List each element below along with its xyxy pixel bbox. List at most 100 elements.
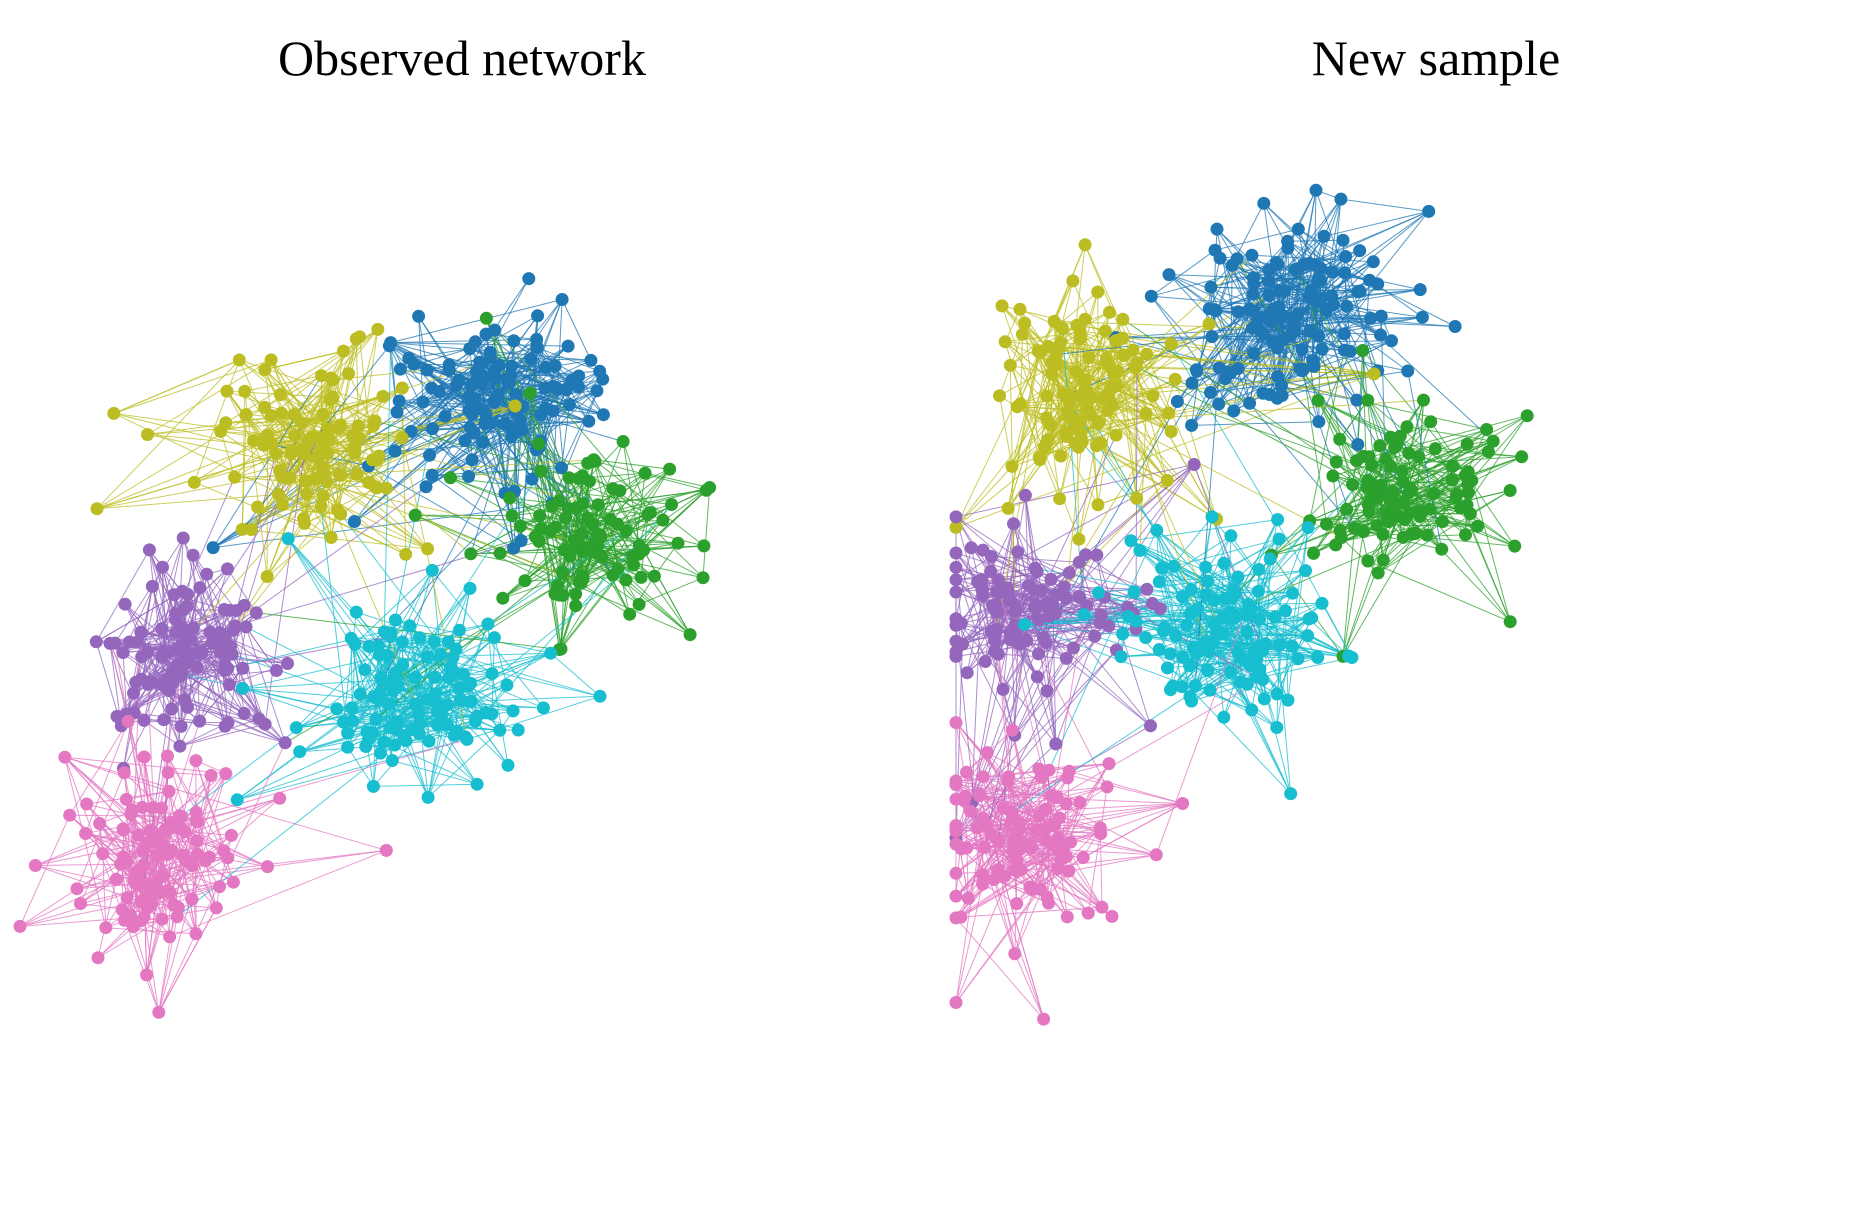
node-blue (1364, 311, 1378, 325)
node-blue (515, 423, 529, 437)
edge (970, 777, 1068, 812)
edge (1014, 625, 1110, 736)
edge (1056, 679, 1263, 799)
edge (1373, 451, 1489, 486)
node-blue (1185, 376, 1199, 390)
node-cyan (399, 734, 413, 748)
node-cyan (293, 745, 307, 759)
node-purple (955, 637, 969, 651)
node-purple (175, 584, 189, 598)
edge (95, 549, 150, 643)
node-green (656, 513, 670, 527)
node-blue (1253, 323, 1267, 337)
edge (145, 720, 201, 894)
edge (1277, 264, 1303, 350)
node-cyan (344, 631, 358, 645)
node-cyan (369, 712, 383, 726)
node-olive (1014, 397, 1027, 411)
node-olive (1367, 367, 1381, 381)
edge (1151, 249, 1216, 297)
node-cyan (440, 698, 454, 712)
edge (326, 481, 582, 584)
node-olive (1094, 436, 1108, 450)
node-cyan (349, 605, 363, 619)
node-blue (1401, 364, 1415, 378)
node-green (496, 591, 510, 605)
node-purple (236, 661, 250, 675)
node-olive (1069, 421, 1083, 435)
node-blue (475, 377, 489, 391)
node-cyan (358, 663, 372, 677)
edge (373, 783, 478, 787)
node-green (626, 549, 640, 563)
node-pink (151, 848, 164, 862)
node-green (1307, 546, 1320, 560)
node-purple (166, 665, 180, 679)
edge (537, 347, 600, 372)
node-olive (1140, 347, 1154, 361)
node-green (443, 471, 457, 485)
node-blue (1317, 229, 1331, 243)
node-olive (298, 474, 312, 488)
node-pink (155, 912, 169, 926)
node-blue (1326, 265, 1340, 279)
node-olive (107, 406, 121, 420)
node-pink (163, 930, 177, 944)
node-green (1311, 394, 1325, 407)
node-blue (561, 339, 575, 353)
node-olive (350, 467, 364, 481)
node-pink (130, 865, 144, 879)
node-cyan (481, 617, 495, 631)
edge (271, 379, 334, 445)
edge (1207, 538, 1280, 582)
node-purple (949, 612, 963, 626)
edge (113, 359, 240, 414)
node-olive (141, 428, 154, 441)
edge (1471, 480, 1511, 622)
edge (389, 345, 450, 371)
edge (1317, 400, 1370, 512)
node-pink (137, 910, 151, 924)
node-purple (157, 713, 171, 727)
node-olive (235, 522, 249, 536)
edge (96, 395, 384, 510)
edge (1062, 763, 1110, 849)
edge (1002, 612, 1056, 690)
edge (1014, 953, 1045, 1020)
edge (1011, 730, 1038, 831)
edge (1057, 786, 1108, 799)
node-purple (203, 625, 217, 639)
edge (1340, 537, 1379, 574)
node-blue (1340, 299, 1354, 313)
edge (236, 721, 344, 801)
node-pink (152, 885, 165, 899)
node-pink (120, 891, 134, 905)
node-cyan (384, 626, 398, 640)
node-purple (949, 560, 963, 574)
node-cyan (511, 723, 525, 737)
node-olive (421, 542, 435, 556)
node-olive (1130, 491, 1144, 505)
node-olive (257, 434, 271, 447)
edge (966, 612, 998, 673)
node-blue (525, 472, 539, 486)
node-green (586, 518, 600, 532)
node-purple (1044, 572, 1058, 586)
node-olive (370, 453, 384, 467)
node-olive (308, 472, 322, 486)
edge (158, 907, 217, 1013)
node-purple (239, 620, 253, 634)
node-olive (1060, 430, 1074, 443)
node-purple (1040, 684, 1054, 698)
node-purple (978, 655, 992, 668)
node-purple (989, 598, 1003, 612)
node-blue (1334, 192, 1348, 206)
node-blue (507, 334, 521, 348)
node-blue (1243, 396, 1257, 410)
edge (955, 856, 1067, 919)
node-green (1371, 566, 1385, 580)
node-purple (949, 510, 963, 524)
node-pink (121, 714, 135, 728)
node-purple (116, 646, 130, 659)
edge (1122, 319, 1170, 414)
